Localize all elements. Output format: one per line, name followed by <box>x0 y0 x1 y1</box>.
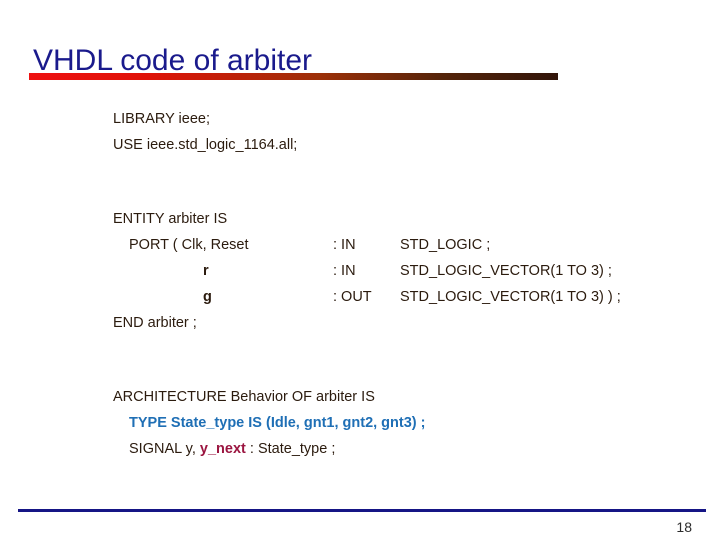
code-line-library: LIBRARY ieee; <box>113 106 713 132</box>
port-type: STD_LOGIC ; <box>400 237 491 253</box>
code-line-architecture: ARCHITECTURE Behavior OF arbiter IS <box>113 384 713 410</box>
type-declaration: TYPE State_type IS (Idle, gnt1, gnt2, gn… <box>129 415 426 431</box>
code-line-entity: ENTITY arbiter IS <box>113 206 713 232</box>
footer-divider <box>18 509 706 512</box>
port-name: r <box>203 263 209 279</box>
code-block: LIBRARY ieee; USE ieee.std_logic_1164.al… <box>113 106 713 462</box>
signal-highlight-y-next: y_next <box>199 441 246 457</box>
port-name: g <box>203 289 212 305</box>
port-direction: : IN <box>333 263 356 279</box>
page-title: VHDL code of arbiter <box>33 44 313 78</box>
code-spacer-1 <box>113 158 713 184</box>
code-line-end-entity: END arbiter ; <box>113 310 713 336</box>
code-line-type: TYPE State_type IS (Idle, gnt1, gnt2, gn… <box>113 410 713 436</box>
port-name: PORT ( Clk, Reset <box>129 237 249 253</box>
use-statement: USE ieee.std_logic_1164.all; <box>113 137 298 153</box>
code-line-signal: SIGNAL y, y_next : State_type ; <box>113 436 713 462</box>
signal-prefix: SIGNAL y, <box>129 441 200 457</box>
title-divider <box>29 73 558 80</box>
end-entity-statement: END arbiter ; <box>113 315 197 331</box>
port-direction: : IN <box>333 237 356 253</box>
entity-declaration: ENTITY arbiter IS <box>113 211 228 227</box>
port-row-clk-reset: PORT ( Clk, Reset : IN STD_LOGIC ; <box>113 232 713 258</box>
library-statement: LIBRARY ieee; <box>113 111 210 127</box>
code-line-use: USE ieee.std_logic_1164.all; <box>113 132 713 158</box>
port-row-r: r : IN STD_LOGIC_VECTOR(1 TO 3) ; <box>113 258 713 284</box>
code-spacer-2 <box>113 184 713 206</box>
code-spacer-3 <box>113 336 713 362</box>
port-type: STD_LOGIC_VECTOR(1 TO 3) ; <box>400 263 612 279</box>
signal-suffix: : State_type ; <box>245 441 336 457</box>
page-number: 18 <box>676 519 692 535</box>
port-type: STD_LOGIC_VECTOR(1 TO 3) ) ; <box>400 289 621 305</box>
architecture-declaration: ARCHITECTURE Behavior OF arbiter IS <box>113 389 375 405</box>
code-spacer-4 <box>113 362 713 384</box>
port-row-g: g : OUT STD_LOGIC_VECTOR(1 TO 3) ) ; <box>113 284 713 310</box>
port-direction: : OUT <box>333 289 372 305</box>
